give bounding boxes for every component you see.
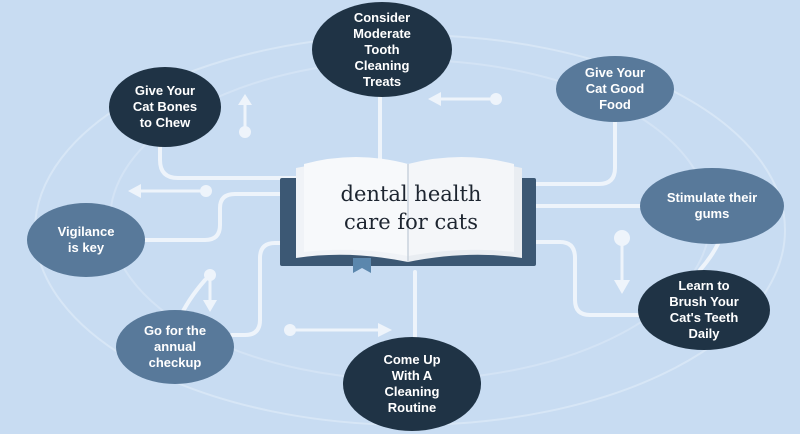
arrow-icon (128, 184, 212, 198)
connector-vigilance (143, 192, 292, 242)
title-line-2: care for cats (343, 210, 479, 234)
node-routine: Come Up With A Cleaning Routine (343, 337, 481, 431)
connector-brush (533, 240, 642, 317)
node-treats-label: Consider Moderate Tooth Cleaning Treats (353, 9, 411, 89)
arrow-icon (284, 323, 392, 337)
node-routine-label: Come Up With A Cleaning Routine (383, 352, 441, 415)
node-checkup: Go for the annual checkup (116, 310, 234, 384)
book-icon (280, 157, 536, 266)
title-line-1: dental health (340, 182, 482, 206)
node-brush: Learn to Brush Your Cat's Teeth Daily (638, 270, 770, 350)
arrow-icon (203, 269, 217, 312)
node-vigilance-label: Vigilance is key (57, 224, 115, 255)
connector-checkup (230, 241, 292, 337)
node-gums: Stimulate their gums (640, 168, 784, 244)
bookmark-icon (353, 258, 371, 273)
arrow-icon (238, 94, 252, 138)
node-food: Give Your Cat Good Food (556, 56, 674, 122)
arrow-icon (614, 230, 630, 294)
node-food-label: Give Your Cat Good Food (584, 65, 646, 112)
node-vigilance: Vigilance is key (27, 203, 145, 277)
arrow-icon (428, 92, 502, 106)
connector-food (518, 118, 617, 186)
node-brush-label: Learn to Brush Your Cat's Teeth Daily (669, 278, 739, 341)
node-gums-label: Stimulate their gums (666, 190, 758, 221)
node-treats: Consider Moderate Tooth Cleaning Treats (312, 2, 452, 97)
central-topic-title: dental health care for cats (326, 180, 496, 236)
connector-bones (158, 138, 302, 180)
node-bones: Give Your Cat Bones to Chew (109, 67, 221, 147)
node-checkup-label: Go for the annual checkup (143, 323, 207, 370)
node-bones-label: Give Your Cat Bones to Chew (132, 83, 198, 130)
